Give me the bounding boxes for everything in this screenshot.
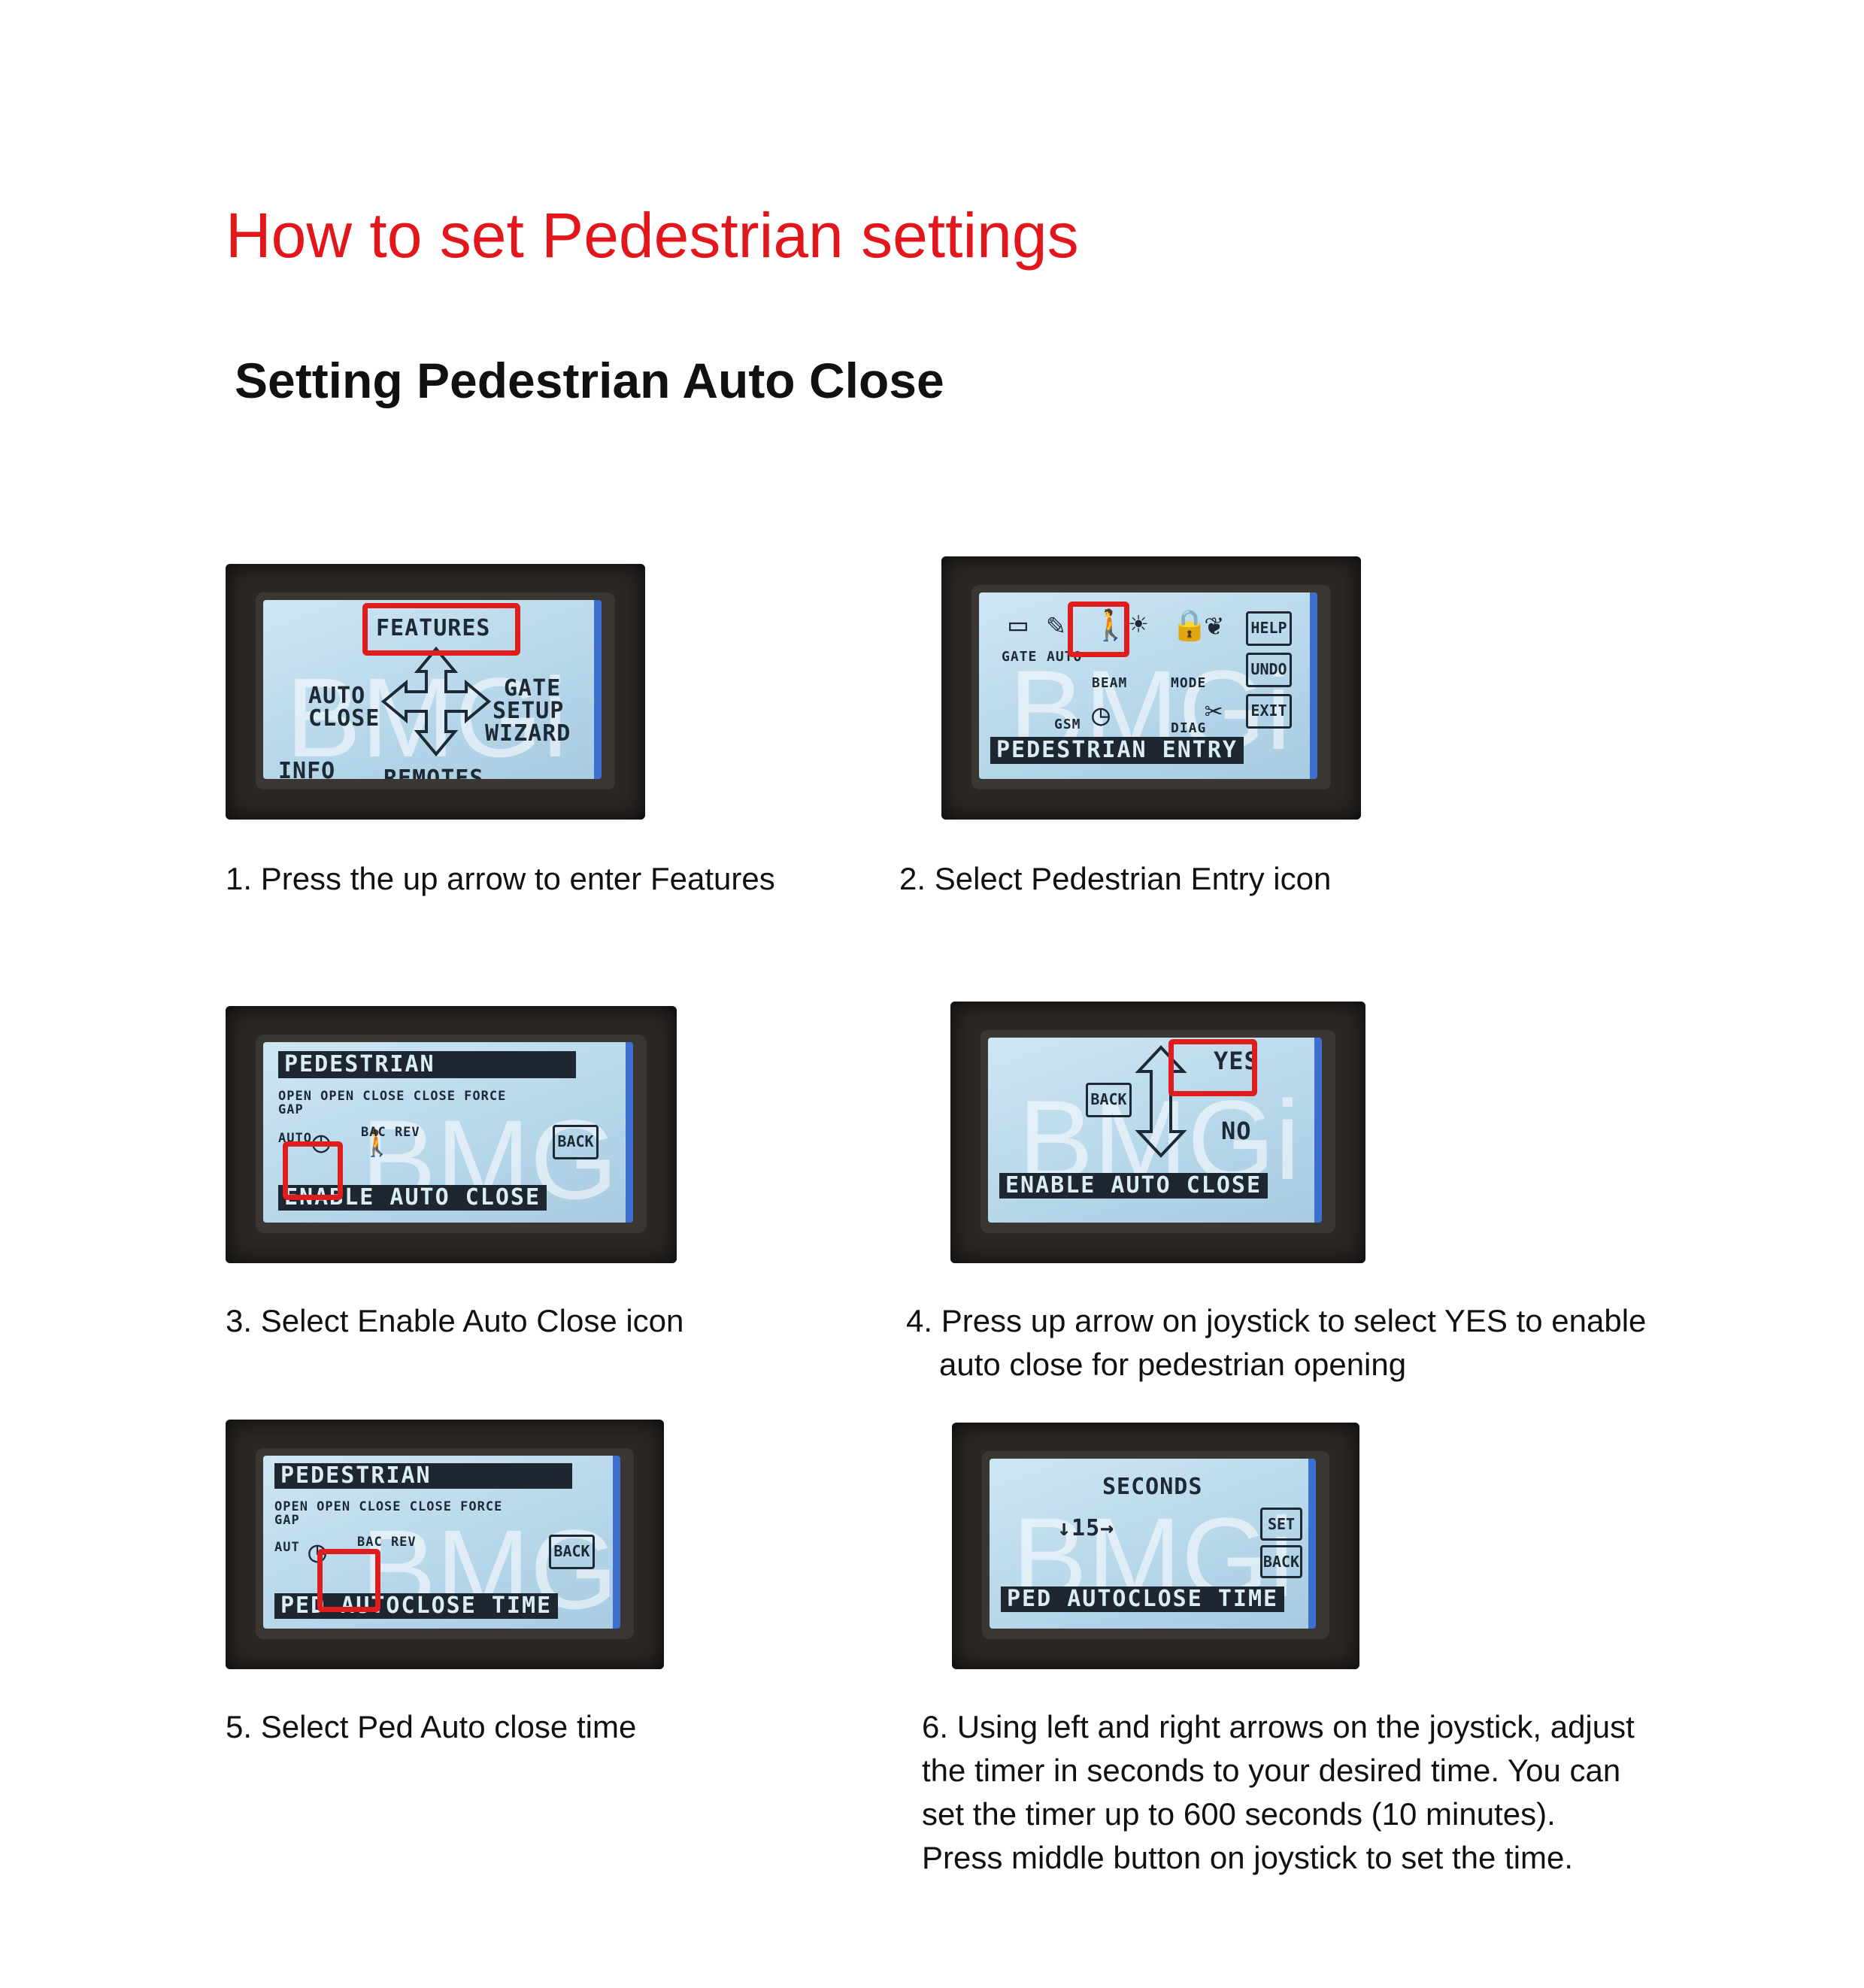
lcd-option-yes: YES [1214, 1047, 1259, 1075]
step-6-caption: 6. Using left and right arrows on the jo… [922, 1705, 1635, 1880]
back-box: BACK [549, 1535, 595, 1569]
caption-line: 3. Select Enable Auto Close icon [226, 1303, 684, 1338]
step-3-screen-photo: BMGi PEDESTRIAN OPEN OPEN CLOSE CLOSE FO… [226, 1006, 677, 1263]
step-6-screen-photo: BMGi SECONDS ↓15→ SET BACK PED AUTOCLOSE… [952, 1423, 1359, 1669]
lcd-display: BMGi PEDESTRIAN OPEN OPEN CLOSE CLOSE FO… [263, 1042, 633, 1223]
step-1-caption: 1. Press the up arrow to enter Features [226, 857, 775, 901]
lcd-icon-labels: OPEN OPEN CLOSE CLOSE FORCE [278, 1089, 507, 1104]
step-2-screen-photo: BMGi ▭ ✎ 🚶 ☀ 🔒 ❦ HELP GATE AUTO BEAM MOD… [941, 556, 1361, 820]
highlight-features [362, 603, 520, 656]
lcd-display: BMGi PEDESTRIAN OPEN OPEN CLOSE CLOSE FO… [263, 1456, 620, 1629]
lcd-label-remotes: REMOTES [383, 765, 484, 779]
exit-box: EXIT [1246, 694, 1292, 729]
lcd-label-gap: GAP [278, 1102, 304, 1117]
up-down-arrow-icon [1135, 1045, 1187, 1158]
step-5-screen-photo: BMGi PEDESTRIAN OPEN OPEN CLOSE CLOSE FO… [226, 1420, 664, 1669]
clock-icon: ◷ [1092, 698, 1111, 732]
lcd-label-gate: GATE [504, 675, 562, 702]
step-3-caption: 3. Select Enable Auto Close icon [226, 1299, 683, 1343]
back-box: BACK [553, 1125, 599, 1159]
help-box: HELP [1246, 611, 1292, 646]
lcd-label-bac-rev: BAC REV [357, 1535, 417, 1550]
set-box: SET [1260, 1508, 1302, 1541]
lcd-label-gsm: GSM [1054, 717, 1081, 732]
highlight-pedestrian-icon [1068, 602, 1129, 657]
lcd-label-bac-rev: BAC REV [361, 1125, 420, 1140]
lcd-status-bar: ENABLE AUTO CLOSE [278, 1185, 547, 1211]
section-subtitle: Setting Pedestrian Auto Close [235, 353, 944, 408]
page-title: How to set Pedestrian settings [226, 200, 1079, 271]
step-4-caption: 4. Press up arrow on joystick to select … [906, 1299, 1646, 1386]
caption-line: Press middle button on joystick to set t… [922, 1840, 1574, 1875]
undo-box: UNDO [1246, 653, 1292, 687]
four-way-arrow-icon [380, 646, 492, 757]
lcd-display: BMGi BACK YES NO ENABLE AUTO CLOSE [988, 1038, 1322, 1223]
lcd-status-bar: PEDESTRIAN ENTRY [990, 737, 1244, 764]
lcd-label-gate: GATE [1002, 649, 1038, 665]
lcd-display: BMGi FEATURES AUTO CLOSE GATE SETUP WIZA… [263, 600, 602, 779]
lcd-icon-labels: OPEN OPEN CLOSE CLOSE FORCE [274, 1499, 503, 1514]
pedestrian-icon: 🚶 [361, 1129, 393, 1159]
lcd-label-info: INFO [278, 758, 336, 779]
back-box: BACK [1260, 1545, 1302, 1578]
lcd-option-no: NO [1221, 1117, 1252, 1145]
lcd-header-bar: PEDESTRIAN [274, 1463, 572, 1489]
tools-icon: ✂ [1205, 694, 1223, 729]
step-2-caption: 2. Select Pedestrian Entry icon [899, 857, 1331, 901]
lcd-label-features: FEATURES [376, 615, 491, 641]
caption-line: the timer in seconds to your desired tim… [922, 1753, 1621, 1788]
highlight-yes [1168, 1039, 1257, 1096]
caption-line: auto close for pedestrian opening [939, 1347, 1407, 1382]
caption-line: set the timer up to 600 seconds (10 minu… [922, 1796, 1556, 1832]
leaf-icon: ❦ [1205, 608, 1223, 642]
lcd-status-bar: ENABLE AUTO CLOSE [999, 1173, 1268, 1199]
lcd-label-seconds: SECONDS [1102, 1474, 1203, 1500]
lcd-label-gap: GAP [274, 1513, 300, 1528]
lcd-label-auto: AUTO [308, 683, 366, 709]
pedestrian-icon: 🚶 [1092, 608, 1129, 643]
monitor-icon: ▭ [1009, 608, 1028, 642]
caption-line: 1. Press the up arrow to enter Features [226, 861, 775, 896]
lcd-label-mode: MODE [1171, 675, 1207, 691]
lcd-label-setup: SETUP [493, 698, 565, 724]
caption-line: 6. Using left and right arrows on the jo… [922, 1709, 1635, 1744]
remote-icon: ✎ [1047, 608, 1065, 642]
highlight-auto-close-icon [283, 1141, 343, 1200]
lcd-status-bar: PED AUTOCLOSE TIME [1001, 1586, 1285, 1612]
lcd-label-beam: BEAM [1092, 675, 1128, 691]
caption-line: 5. Select Ped Auto close time [226, 1709, 637, 1744]
lcd-label-close: CLOSE [308, 705, 380, 732]
lcd-timer-value: ↓15→ [1057, 1515, 1115, 1541]
lcd-display: BMGi SECONDS ↓15→ SET BACK PED AUTOCLOSE… [990, 1459, 1316, 1629]
caption-line: 2. Select Pedestrian Entry icon [899, 861, 1332, 896]
lcd-label-auto: AUT [274, 1540, 300, 1555]
step-1-screen-photo: BMGi FEATURES AUTO CLOSE GATE SETUP WIZA… [226, 564, 645, 820]
step-4-screen-photo: BMGi BACK YES NO ENABLE AUTO CLOSE [950, 1002, 1365, 1263]
caption-line: 4. Press up arrow on joystick to select … [906, 1303, 1647, 1338]
step-5-caption: 5. Select Ped Auto close time [226, 1705, 636, 1749]
highlight-auto-close-time-icon [317, 1549, 380, 1612]
back-box: BACK [1086, 1083, 1132, 1117]
lcd-header-bar: PEDESTRIAN [278, 1051, 576, 1078]
lcd-label-diag: DIAG [1171, 720, 1207, 736]
lcd-display: BMGi ▭ ✎ 🚶 ☀ 🔒 ❦ HELP GATE AUTO BEAM MOD… [979, 592, 1317, 779]
lock-icon: 🔒 [1171, 608, 1208, 643]
lcd-label-wizard: WIZARD [485, 720, 571, 747]
bulb-icon: ☀ [1129, 608, 1148, 642]
